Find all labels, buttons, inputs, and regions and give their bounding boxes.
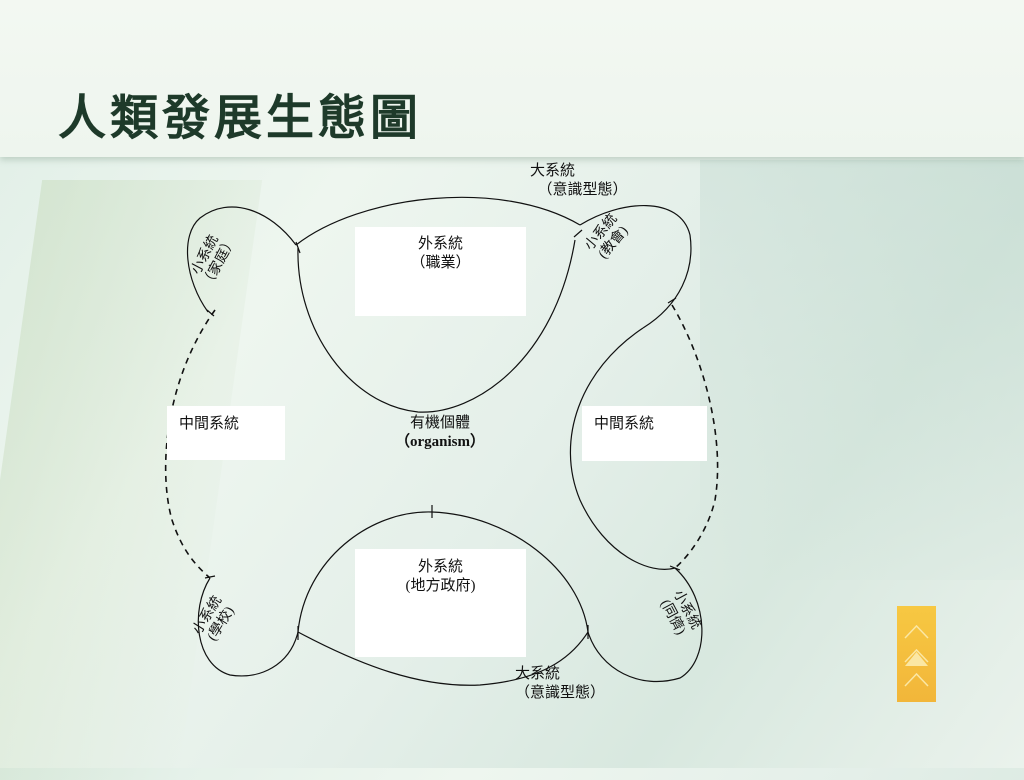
organism-line1: 有機個體 [409,415,470,431]
tick-mark [669,565,681,571]
school-loop [197,577,299,677]
top-exo-curve [297,239,576,413]
organism-label: 有機個體 （organism） [380,414,500,452]
tick-mark [206,309,215,317]
back-to-top-button[interactable] [897,606,936,702]
bottom-macro-label: 大系統 （意識型態） [495,665,625,703]
chevron-up-icon [904,624,929,687]
peers-loop [587,567,703,682]
left-meso-box [167,406,285,460]
top-exo-line1: 外系統 [417,236,463,252]
top-macro-line2: （意識型態） [537,182,628,198]
top-macro-line1: 大系統 [530,163,576,179]
right-meso-dashed [671,304,719,569]
title-bar [0,0,1024,157]
top-exo-line2: （職業） [410,255,471,271]
bottom-macro-arc [297,631,589,686]
left-meso-dashed [164,309,216,579]
bottom-exo-box [355,549,526,657]
right-meso-label: 中間系統 [594,416,655,432]
tick-mark [204,575,216,579]
top-exo-box [355,227,526,316]
church-loop [579,205,692,329]
left-meso-label: 中間系統 [179,416,240,432]
top-macro-label: 大系統 （意識型態） [510,162,630,200]
family-loop [186,206,297,313]
bottom-exo-line2: (地方政府) [405,578,476,594]
page-title: 人類發展生態圖 [58,90,423,146]
tick-mark [573,229,583,238]
bottom-exo-label: 外系統 (地方政府) [355,558,526,596]
top-macro-arc [295,196,581,246]
bottom-macro-line2: （意識型態） [514,685,605,701]
right-meso-curve [569,327,676,570]
bottom-macro-line1: 大系統 [515,666,561,682]
top-exo-label: 外系統 （職業） [355,235,526,273]
tick-mark [667,297,677,304]
tick-mark [295,241,301,254]
right-meso-box [582,406,707,461]
organism-line2: （organism） [394,434,485,450]
bottom-exo-line1: 外系統 [417,559,463,575]
